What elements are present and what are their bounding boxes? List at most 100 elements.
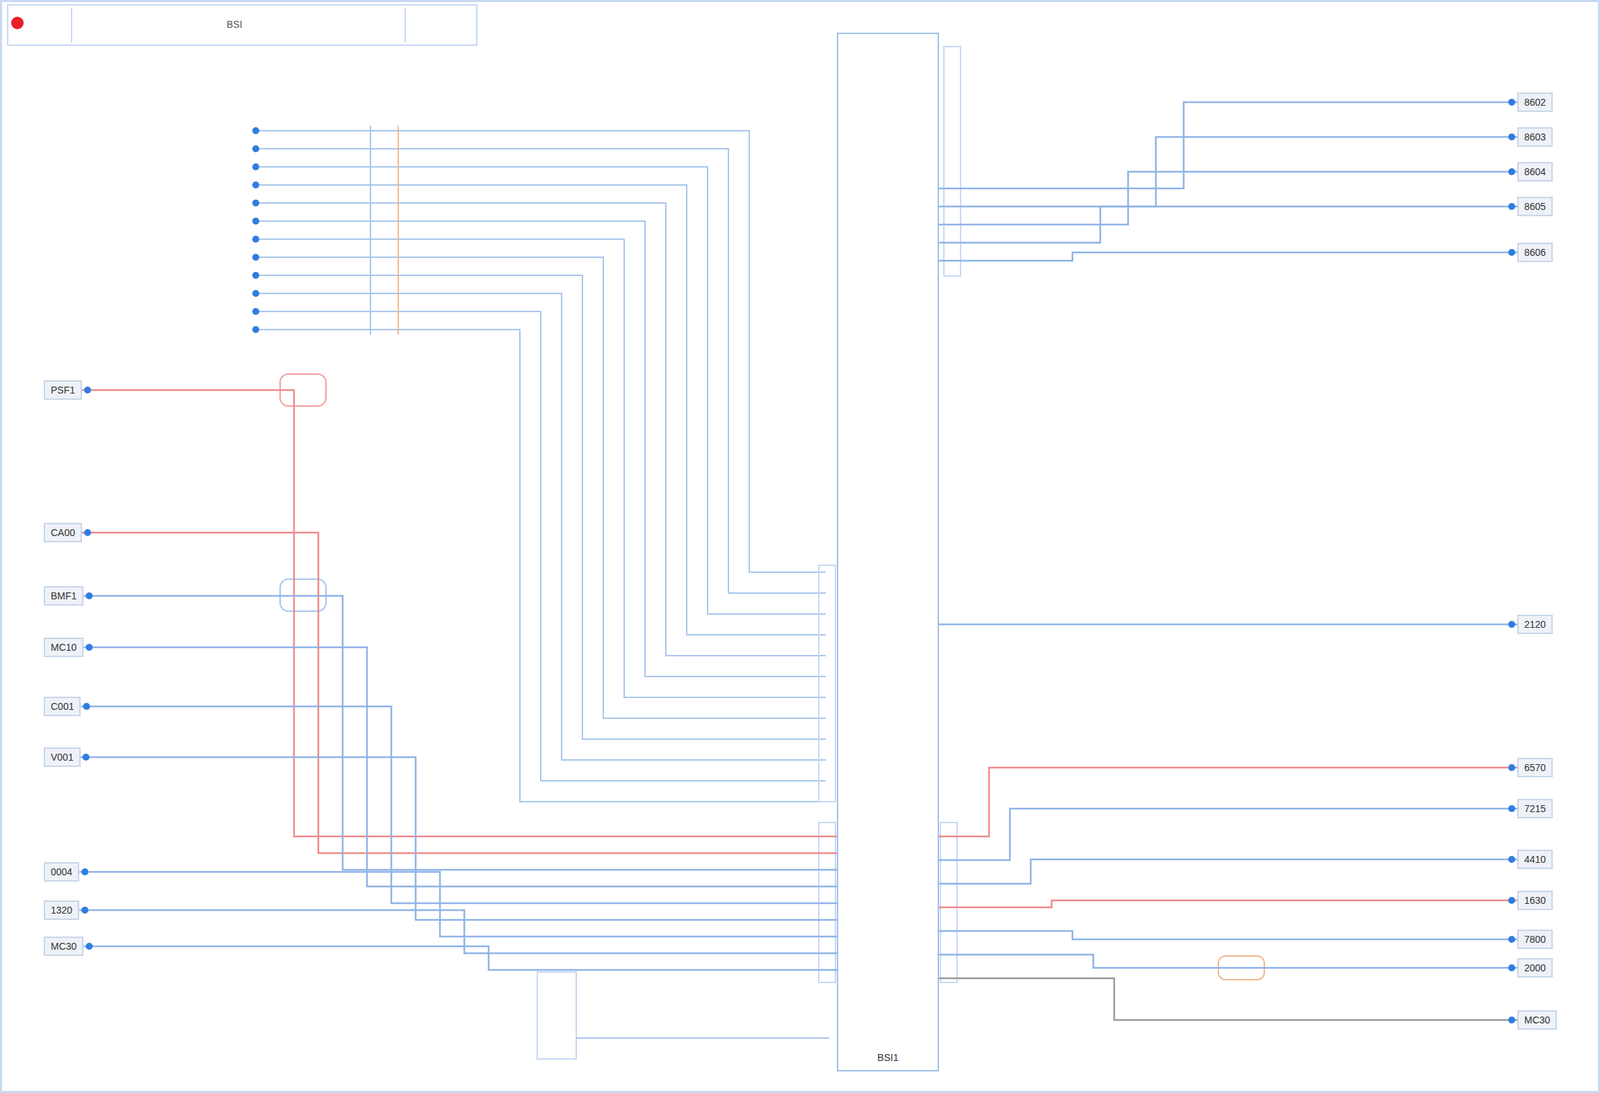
wire-end-dot [1508, 620, 1516, 628]
wire-end-dot [1508, 964, 1516, 971]
wire-end-dot [82, 753, 90, 761]
header-divider [404, 7, 406, 43]
connector-label: 8605 [1517, 196, 1553, 217]
node-text: BMF1 [50, 590, 77, 602]
connector-label: 2000 [1517, 957, 1553, 978]
connector-label: 8606 [1517, 242, 1553, 263]
wire-end-dot [1508, 98, 1516, 106]
node-text: MC30 [1524, 1014, 1550, 1026]
node-text: MC30 [50, 940, 77, 952]
node-text: 8605 [1524, 200, 1546, 212]
control-module: BSI1 [836, 32, 940, 1072]
connector-label: 6570 [1517, 757, 1553, 778]
node-text: BSI1 [838, 1051, 938, 1063]
node-text: CA00 [50, 526, 76, 538]
node-text: MC10 [50, 641, 77, 653]
wire-connector [80, 706, 837, 903]
wire-connector [83, 647, 837, 887]
connector-label: 1630 [1517, 890, 1553, 910]
connector-label: CA00 [43, 522, 83, 543]
connector-label: 4410 [1517, 849, 1553, 869]
connector-label: 8603 [1517, 127, 1553, 147]
wire-end-dot [82, 702, 90, 710]
wire-connector [939, 102, 1518, 189]
wire-end-dot [84, 528, 92, 536]
wire-end-dot [1508, 763, 1516, 771]
wire-marks [370, 125, 399, 335]
wire-connector [82, 532, 837, 853]
node-text: 1630 [1524, 894, 1546, 906]
node-text: 0004 [50, 866, 73, 878]
wire-end-dot [1508, 202, 1516, 210]
node-text: 2120 [1524, 618, 1546, 630]
wire-connector [939, 954, 1518, 968]
wire-connector [82, 389, 837, 837]
wire-end-dot [1508, 804, 1516, 812]
node-text: 6570 [1524, 761, 1546, 773]
node-text: PSF1 [50, 384, 76, 396]
wire-connector [83, 595, 837, 870]
wire-end-dots [252, 127, 260, 333]
connector-label: V001 [43, 747, 81, 767]
wire-end-dot [1508, 896, 1516, 904]
node-text: 4410 [1524, 853, 1546, 865]
wire-end-dot [1508, 935, 1516, 943]
wire-connector [939, 859, 1518, 884]
node-text: 8604 [1524, 166, 1546, 178]
wire-end-dot [1508, 1016, 1516, 1024]
connector-label: MC30 [43, 936, 84, 956]
wire-connector [80, 756, 837, 920]
node-text: 8606 [1524, 246, 1546, 258]
connector-block [818, 565, 836, 802]
wire-connector [939, 206, 1518, 243]
wire-connector [939, 623, 1518, 626]
connector-block [943, 46, 961, 276]
wire-connector [939, 808, 1518, 860]
wire-bundle [255, 130, 826, 802]
header-label: BSI [224, 18, 245, 30]
wire-end-dot [85, 643, 93, 651]
wire-connector [939, 930, 1518, 940]
header-divider [70, 7, 73, 43]
wire-end-dot [1508, 248, 1516, 256]
node-text: 2000 [1524, 961, 1546, 974]
wire-end-dot [1508, 168, 1516, 176]
connector-label: MC10 [43, 637, 84, 657]
connector-label: MC30 [1517, 1009, 1557, 1030]
wire-end-dot [1508, 133, 1516, 141]
connector-label: 8604 [1517, 161, 1553, 182]
connector-label: C001 [43, 696, 81, 716]
component-box [537, 971, 577, 1059]
wire-connector [83, 945, 837, 970]
wire-connector [939, 977, 1518, 1020]
connector-label: 8602 [1517, 92, 1553, 112]
node-text: C001 [50, 700, 74, 712]
connector-label: BMF1 [43, 585, 84, 606]
wire-end-dot [1508, 855, 1516, 863]
wire-connector [939, 767, 1518, 837]
connector-label: 0004 [43, 861, 80, 882]
node-text: V001 [50, 751, 74, 763]
node-text: 8603 [1524, 131, 1546, 143]
header-frame [7, 4, 477, 46]
wire [576, 1037, 830, 1039]
wire-connector [939, 900, 1518, 908]
connector-label: 1320 [43, 900, 80, 920]
connector-label: 2120 [1517, 614, 1553, 634]
node-text: 1320 [50, 904, 73, 916]
wire-end-dot [85, 942, 93, 950]
wire-end-dot [81, 906, 89, 914]
wire-connector [79, 871, 837, 937]
wire-end-dot [85, 592, 93, 600]
wire-end-dot [81, 868, 89, 876]
node-text: 8602 [1524, 96, 1546, 108]
connector-block [940, 822, 958, 983]
node-text: 7800 [1524, 933, 1546, 945]
connector-label: 7800 [1517, 929, 1553, 949]
wire-connector [939, 252, 1518, 261]
connector-label: PSF1 [43, 380, 83, 400]
wire-end-dot [84, 386, 92, 394]
